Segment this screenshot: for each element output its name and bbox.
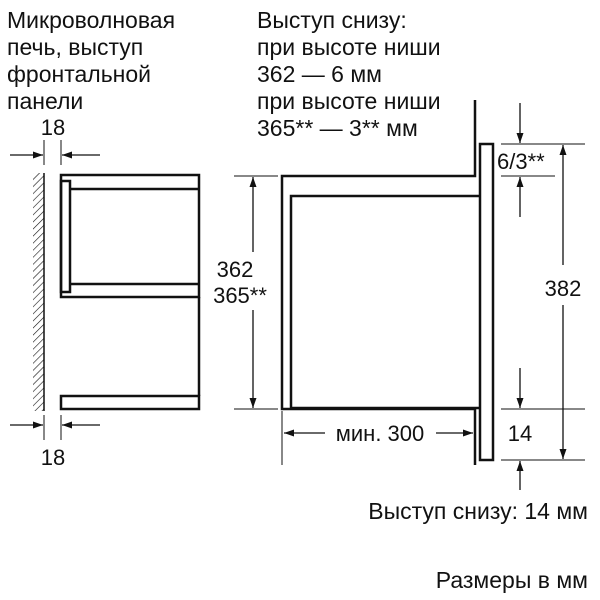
- niche-height-dimension: 362 365**: [213, 175, 278, 410]
- niche-height-label: 362: [217, 257, 254, 282]
- right-caption-line: Выступ снизу:: [257, 7, 407, 33]
- right-caption-line: при высоте ниши: [257, 88, 441, 114]
- top-offset-dimension: 6/3**: [497, 103, 545, 217]
- niche-height-alt-label: 365**: [213, 283, 267, 308]
- bottom-offset-dimension: 14: [508, 368, 532, 490]
- front-panel: [478, 142, 495, 462]
- side-view-wall: [33, 173, 45, 411]
- right-caption-line: 362 — 6 мм: [257, 61, 382, 87]
- right-caption-line: 365** — 3** мм: [257, 115, 418, 141]
- device-height-label: 382: [545, 276, 582, 301]
- left-caption-line: печь, выступ: [7, 34, 143, 60]
- bottom-protrusion-note: Выступ снизу: 14 мм: [368, 498, 588, 524]
- right-caption: Выступ снизу: при высоте ниши 362 — 6 мм…: [257, 7, 441, 141]
- left-caption: Микроволновая печь, выступ фронтальной п…: [7, 7, 175, 114]
- left-caption-line: Микроволновая: [7, 7, 175, 33]
- gap-dimensions: 18 18: [10, 115, 100, 470]
- top-offset-label: 6/3**: [497, 149, 545, 174]
- microwave-body: [289, 142, 495, 462]
- left-caption-line: фронтальной: [7, 61, 151, 87]
- gap-top-label: 18: [41, 115, 65, 140]
- niche-outline: [280, 100, 477, 465]
- cabinet-side-view: [59, 173, 201, 411]
- min-depth-dimension: мин. 300: [281, 411, 473, 465]
- left-caption-line: панели: [7, 88, 83, 114]
- bottom-offset-label: 14: [508, 421, 532, 446]
- min-depth-label: мин. 300: [336, 421, 425, 446]
- right-caption-line: при высоте ниши: [257, 34, 441, 60]
- units-note: Размеры в мм: [436, 567, 588, 593]
- device-height-dimension: 382: [501, 143, 585, 461]
- gap-bottom-label: 18: [41, 445, 65, 470]
